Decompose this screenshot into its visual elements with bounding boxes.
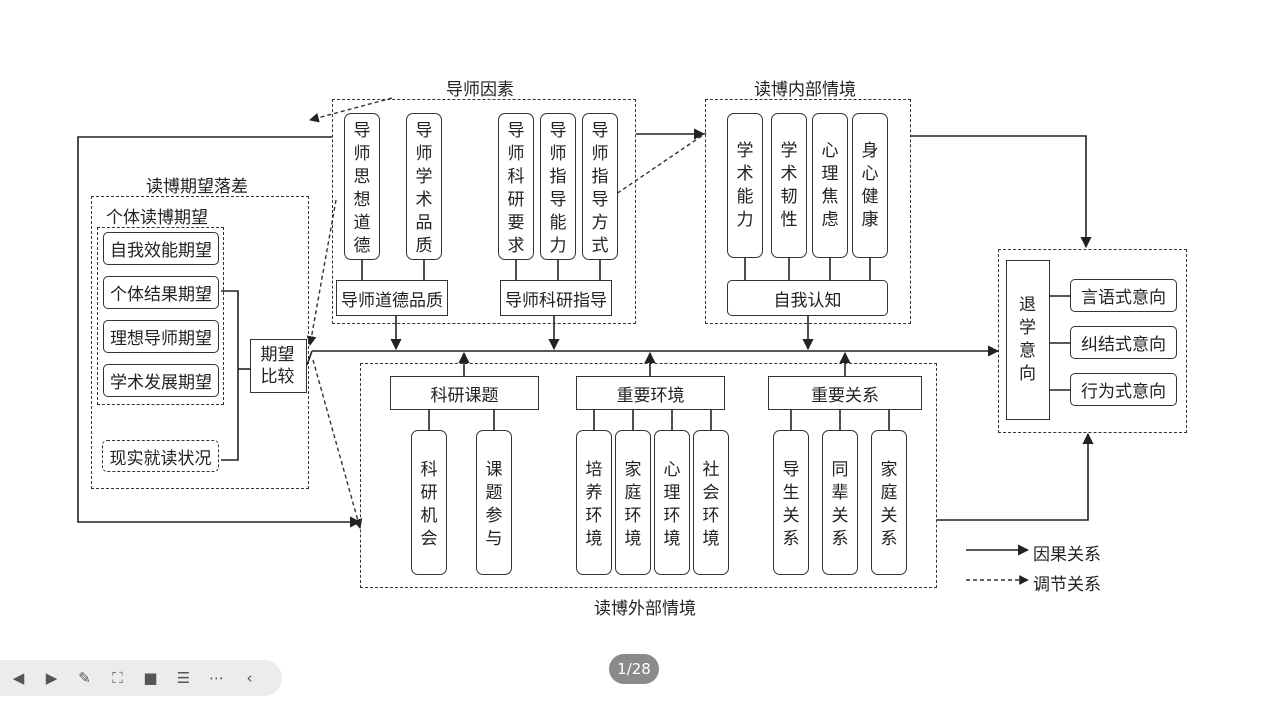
expectation-item-academic-development: 学术发展期望: [103, 364, 219, 397]
external-item-mentor-student-relationship: 导生关系: [773, 430, 809, 575]
external-group-important-environment: 重要环境: [576, 376, 725, 410]
expectation-item-ideal-mentor: 理想导师期望: [103, 320, 219, 353]
dropout-item-behavioral: 行为式意向: [1070, 373, 1177, 406]
internal-item-academic-ability: 学术能力: [727, 113, 763, 258]
external-group-research-project: 科研课题: [390, 376, 539, 410]
mentor-section-title: 导师因素: [446, 80, 514, 100]
mentor-item-guidance-ability: 导师指导能力: [540, 113, 576, 260]
mentor-item-ideology: 导师思想道德: [344, 113, 380, 260]
internal-group-self-cognition: 自我认知: [727, 280, 888, 316]
mentor-factors-container: [332, 99, 636, 324]
internal-item-academic-resilience: 学术韧性: [771, 113, 807, 258]
camera-icon[interactable]: ■: [143, 669, 158, 687]
collapse-icon[interactable]: ‹: [246, 669, 253, 687]
fit-screen-icon[interactable]: ⛶: [112, 669, 123, 687]
legend-moderating-label: 调节关系: [1033, 575, 1101, 595]
internal-item-anxiety: 心理焦虑: [812, 113, 848, 258]
external-situation-container: [360, 363, 937, 588]
expectation-item-outcome: 个体结果期望: [103, 276, 219, 309]
mentor-item-research-requirement: 导师科研要求: [498, 113, 534, 260]
pen-icon[interactable]: ✎: [78, 669, 91, 687]
expectation-gap-container: [91, 196, 309, 489]
play-icon[interactable]: ▶: [45, 669, 58, 687]
external-item-training-environment: 培养环境: [576, 430, 612, 575]
prev-icon[interactable]: ◀: [12, 669, 25, 687]
page-indicator: 1/28: [609, 654, 659, 684]
external-item-psychological-environment: 心理环境: [654, 430, 690, 575]
dropout-intention-container: [998, 249, 1187, 433]
internal-section-title: 读博内部情境: [754, 80, 856, 100]
viewer-toolbar: ◀ ▶ ✎ ⛶ ■ ☰ ⋯ ‹: [0, 660, 282, 696]
external-item-peer-relationship: 同辈关系: [822, 430, 858, 575]
dropout-item-conflicted: 纠结式意向: [1070, 326, 1177, 359]
reality-status-box: 现实就读状况: [102, 440, 219, 472]
mentor-group-research-guidance: 导师科研指导: [500, 280, 612, 316]
expectation-compare-box: 期望比较: [250, 339, 307, 393]
expectation-gap-title: 读博期望落差: [146, 177, 248, 197]
external-group-important-relationship: 重要关系: [768, 376, 922, 410]
comment-icon[interactable]: ☰: [176, 669, 191, 687]
external-item-research-opportunity: 科研机会: [411, 430, 447, 575]
legend-causal-label: 因果关系: [1033, 545, 1101, 565]
external-item-project-participation: 课题参与: [476, 430, 512, 575]
mentor-item-guidance-style: 导师指导方式: [582, 113, 618, 260]
more-icon[interactable]: ⋯: [209, 669, 224, 687]
expectation-item-self-efficacy: 自我效能期望: [103, 232, 219, 265]
individual-expectation-title: 个体读博期望: [106, 208, 208, 228]
external-item-family-environment: 家庭环境: [615, 430, 651, 575]
mentor-item-academic-quality: 导师学术品质: [406, 113, 442, 260]
dropout-item-verbal: 言语式意向: [1070, 279, 1177, 312]
internal-situation-container: [705, 99, 911, 324]
internal-item-health: 身心健康: [852, 113, 888, 258]
external-section-title: 读博外部情境: [594, 599, 696, 619]
external-item-social-environment: 社会环境: [693, 430, 729, 575]
mentor-group-morality: 导师道德品质: [336, 280, 448, 316]
dropout-intention-main: 退学意向: [1006, 260, 1050, 420]
individual-expectation-container: [97, 227, 224, 405]
external-item-family-relationship: 家庭关系: [871, 430, 907, 575]
